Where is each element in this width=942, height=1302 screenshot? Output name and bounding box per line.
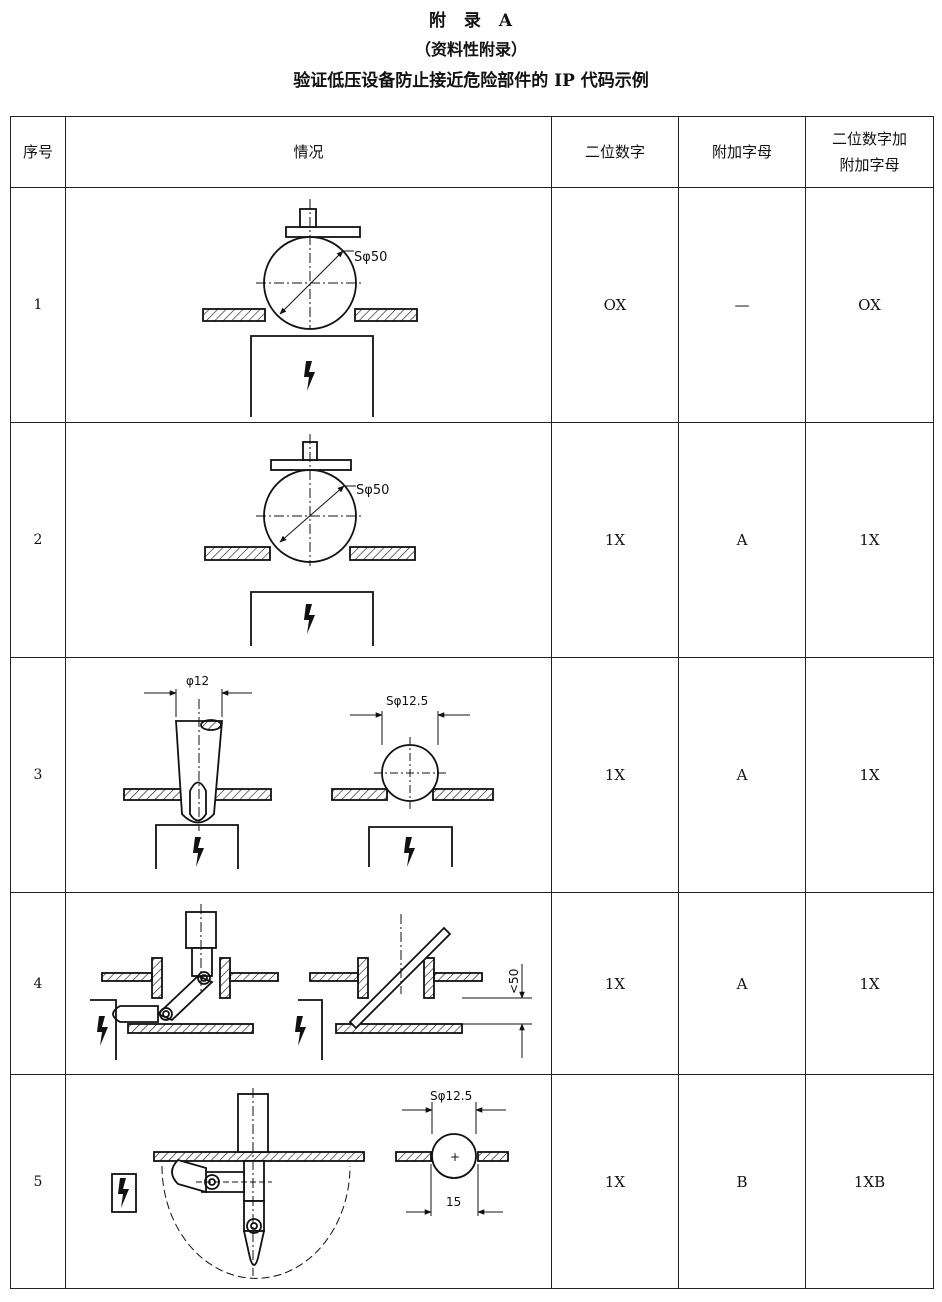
situation-figure: Sφ50 (65, 187, 552, 423)
header-additional-letter: 附加字母 (678, 116, 806, 188)
table-row: 5 (10, 1074, 934, 1289)
row-seq: 4 (10, 892, 66, 1075)
annex-title: 附 录 A (428, 11, 514, 31)
test-sphere-diagram: Sφ50 (202, 198, 418, 417)
row-two-digits: 1X (551, 892, 679, 1075)
situation-figure: Sφ50 (65, 422, 552, 658)
row-seq: 3 (10, 657, 66, 893)
header-combined-line1: 二位数字加 (831, 130, 907, 148)
header-two-digits: 二位数字 (551, 116, 679, 188)
row-combined: 1X (805, 657, 934, 893)
sphere-diameter-label: Sφ12.5 (430, 1089, 472, 1103)
row-two-digits: 1X (551, 1074, 679, 1289)
hazard-bolt-icon (97, 1015, 108, 1046)
table-row: 1 (10, 187, 934, 423)
row-two-digits: OX (551, 187, 679, 423)
jointed-finger-diagram: <50 (90, 903, 532, 1060)
hazard-bolt-icon (193, 836, 204, 867)
sphere-diameter-label: Sφ50 (354, 250, 387, 265)
row-seq: 5 (10, 1074, 66, 1289)
situation-figure: φ12 Sφ12.5 (65, 657, 552, 893)
hazard-bolt-icon (295, 1015, 306, 1046)
hazard-bolt-icon (304, 360, 315, 391)
header-situation: 情况 (65, 116, 552, 188)
row-two-digits: 1X (551, 657, 679, 893)
row-seq: 2 (10, 422, 66, 658)
situation-figure: <50 (65, 892, 552, 1075)
table-row: 4 (10, 892, 934, 1075)
row-two-digits: 1X (551, 422, 679, 658)
row-additional-letter: A (678, 892, 806, 1075)
row-combined: OX (805, 187, 934, 423)
situation-figure: + Sφ12.5 15 (65, 1074, 552, 1289)
row-additional-letter: A (678, 422, 806, 658)
row-combined: 1X (805, 422, 934, 658)
row-combined: 1XB (805, 1074, 934, 1289)
test-finger-and-sphere-diagram: φ12 Sφ12.5 (123, 674, 494, 869)
center-mark-icon: + (450, 1150, 460, 1164)
distance-limit-label: <50 (507, 968, 521, 993)
table-row: 3 φ12 (10, 657, 934, 893)
header-combined-line2: 附加字母 (839, 156, 900, 174)
sphere-diameter-label: Sφ50 (356, 483, 389, 498)
sphere-diameter-label: Sφ12.5 (386, 694, 428, 708)
ip-code-table: 序号 情况 二位数字 附加字母 二位数字加 附加字母 1 (10, 116, 934, 1289)
table-header-row: 序号 情况 二位数字 附加字母 二位数字加 附加字母 (10, 116, 934, 188)
hazard-bolt-icon (304, 603, 315, 634)
row-additional-letter: B (678, 1074, 806, 1289)
test-sphere-diagram: Sφ50 (204, 433, 416, 646)
header-combined: 二位数字加 附加字母 (805, 116, 934, 188)
jointed-finger-and-sphere-diagram: + Sφ12.5 15 (111, 1087, 509, 1279)
row-additional-letter: — (678, 187, 806, 423)
annex-subtitle: （资料性附录） (414, 40, 527, 59)
row-seq: 1 (10, 187, 66, 423)
table-row: 2 Sφ50 1X (10, 422, 934, 658)
row-combined: 1X (805, 892, 934, 1075)
document-heading: 验证低压设备防止接近危险部件的 IP 代码示例 (293, 71, 649, 91)
hazard-bolt-icon (404, 836, 415, 867)
slot-width-label: 15 (446, 1195, 461, 1209)
finger-diameter-label: φ12 (186, 674, 209, 688)
header-seq: 序号 (10, 116, 66, 188)
row-additional-letter: A (678, 657, 806, 893)
